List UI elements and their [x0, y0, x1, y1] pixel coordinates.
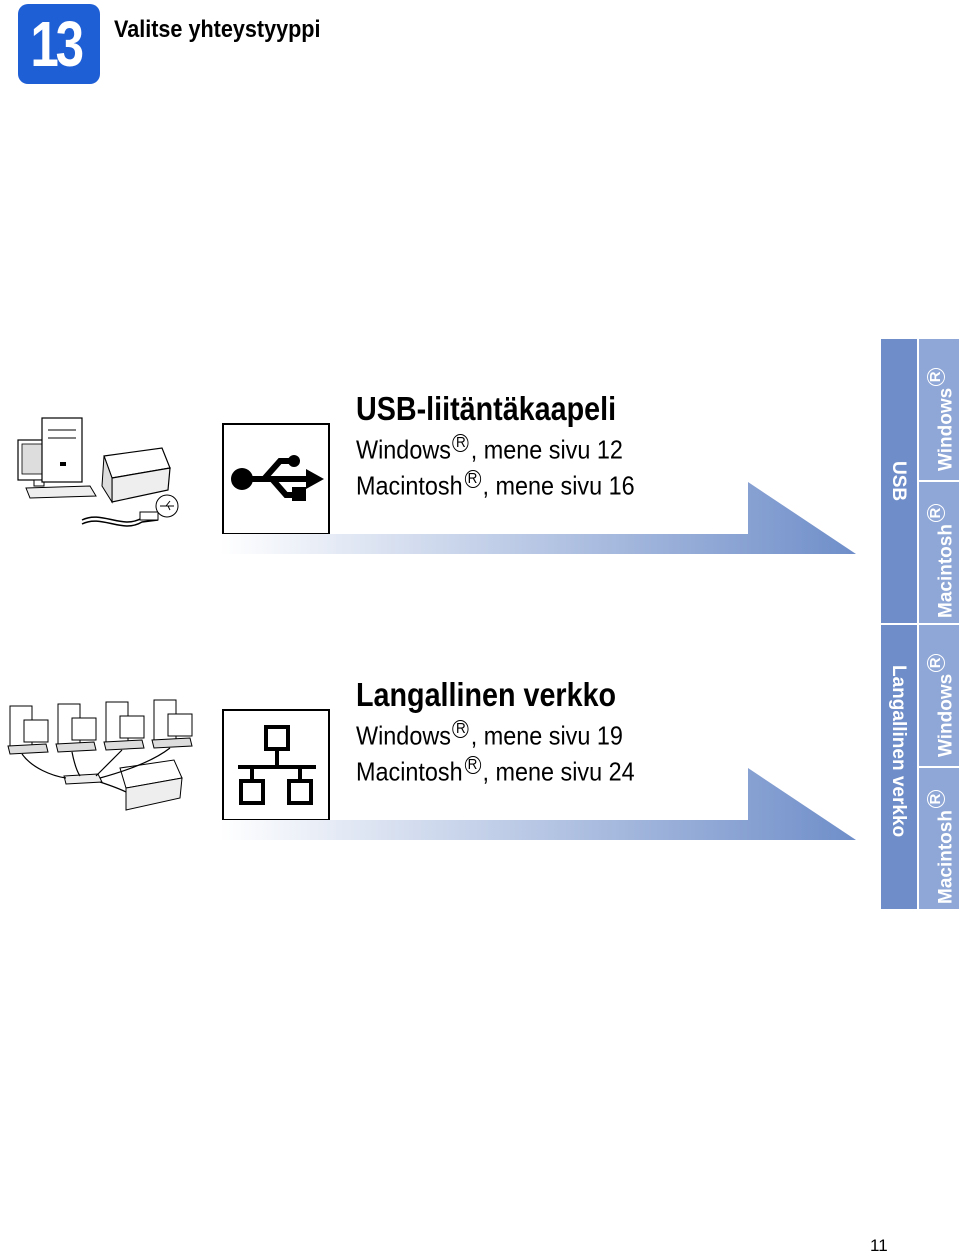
tab-network-windows-label: WindowsR: [927, 652, 957, 757]
step-number-badge: 13: [18, 4, 100, 84]
tab-network-mac: MacintoshR: [918, 767, 960, 910]
network-setup-illustration: [2, 696, 202, 826]
tab-usb-label: USB: [888, 461, 909, 502]
tab-network-windows: WindowsR: [918, 624, 960, 767]
page-number: 11: [870, 1236, 888, 1255]
network-windows-page: , mene sivu 19: [470, 720, 623, 751]
step-number: 13: [30, 8, 85, 80]
usb-mac-page: , mene sivu 16: [482, 470, 635, 501]
usb-windows-label: Windows: [356, 434, 451, 465]
tab-usb-windows: WindowsR: [918, 338, 960, 481]
usb-windows-page: , mene sivu 12: [470, 434, 623, 465]
page-title: Valitse yhteystyyppi: [114, 16, 321, 43]
network-arrow: [220, 768, 856, 840]
tab-usb-windows-label: WindowsR: [927, 366, 957, 471]
network-mac-page: , mene sivu 24: [482, 756, 635, 787]
registered-mark: R: [452, 434, 469, 452]
usb-arrow: [220, 482, 856, 554]
network-mac-label: Macintosh: [356, 756, 463, 787]
tab-network-mac-label: MacintoshR: [927, 788, 957, 904]
usb-mac-label: Macintosh: [356, 470, 463, 501]
tab-usb: USB: [880, 338, 918, 624]
registered-mark: R: [464, 470, 481, 488]
network-option-title: Langallinen verkko: [356, 676, 617, 713]
tab-usb-mac: MacintoshR: [918, 481, 960, 624]
tab-network-label: Langallinen verkko: [888, 665, 909, 838]
network-icon: [222, 709, 330, 821]
tab-usb-mac-label: MacintoshR: [927, 502, 957, 618]
registered-mark: R: [452, 720, 469, 738]
registered-mark: R: [464, 756, 481, 774]
side-tab-index: USB WindowsR MacintoshR Langallinen verk…: [880, 338, 960, 910]
network-windows-label: Windows: [356, 720, 451, 751]
usb-setup-illustration: [12, 410, 182, 540]
tab-network: Langallinen verkko: [880, 624, 918, 910]
usb-option-title: USB-liitäntäkaapeli: [356, 390, 617, 427]
